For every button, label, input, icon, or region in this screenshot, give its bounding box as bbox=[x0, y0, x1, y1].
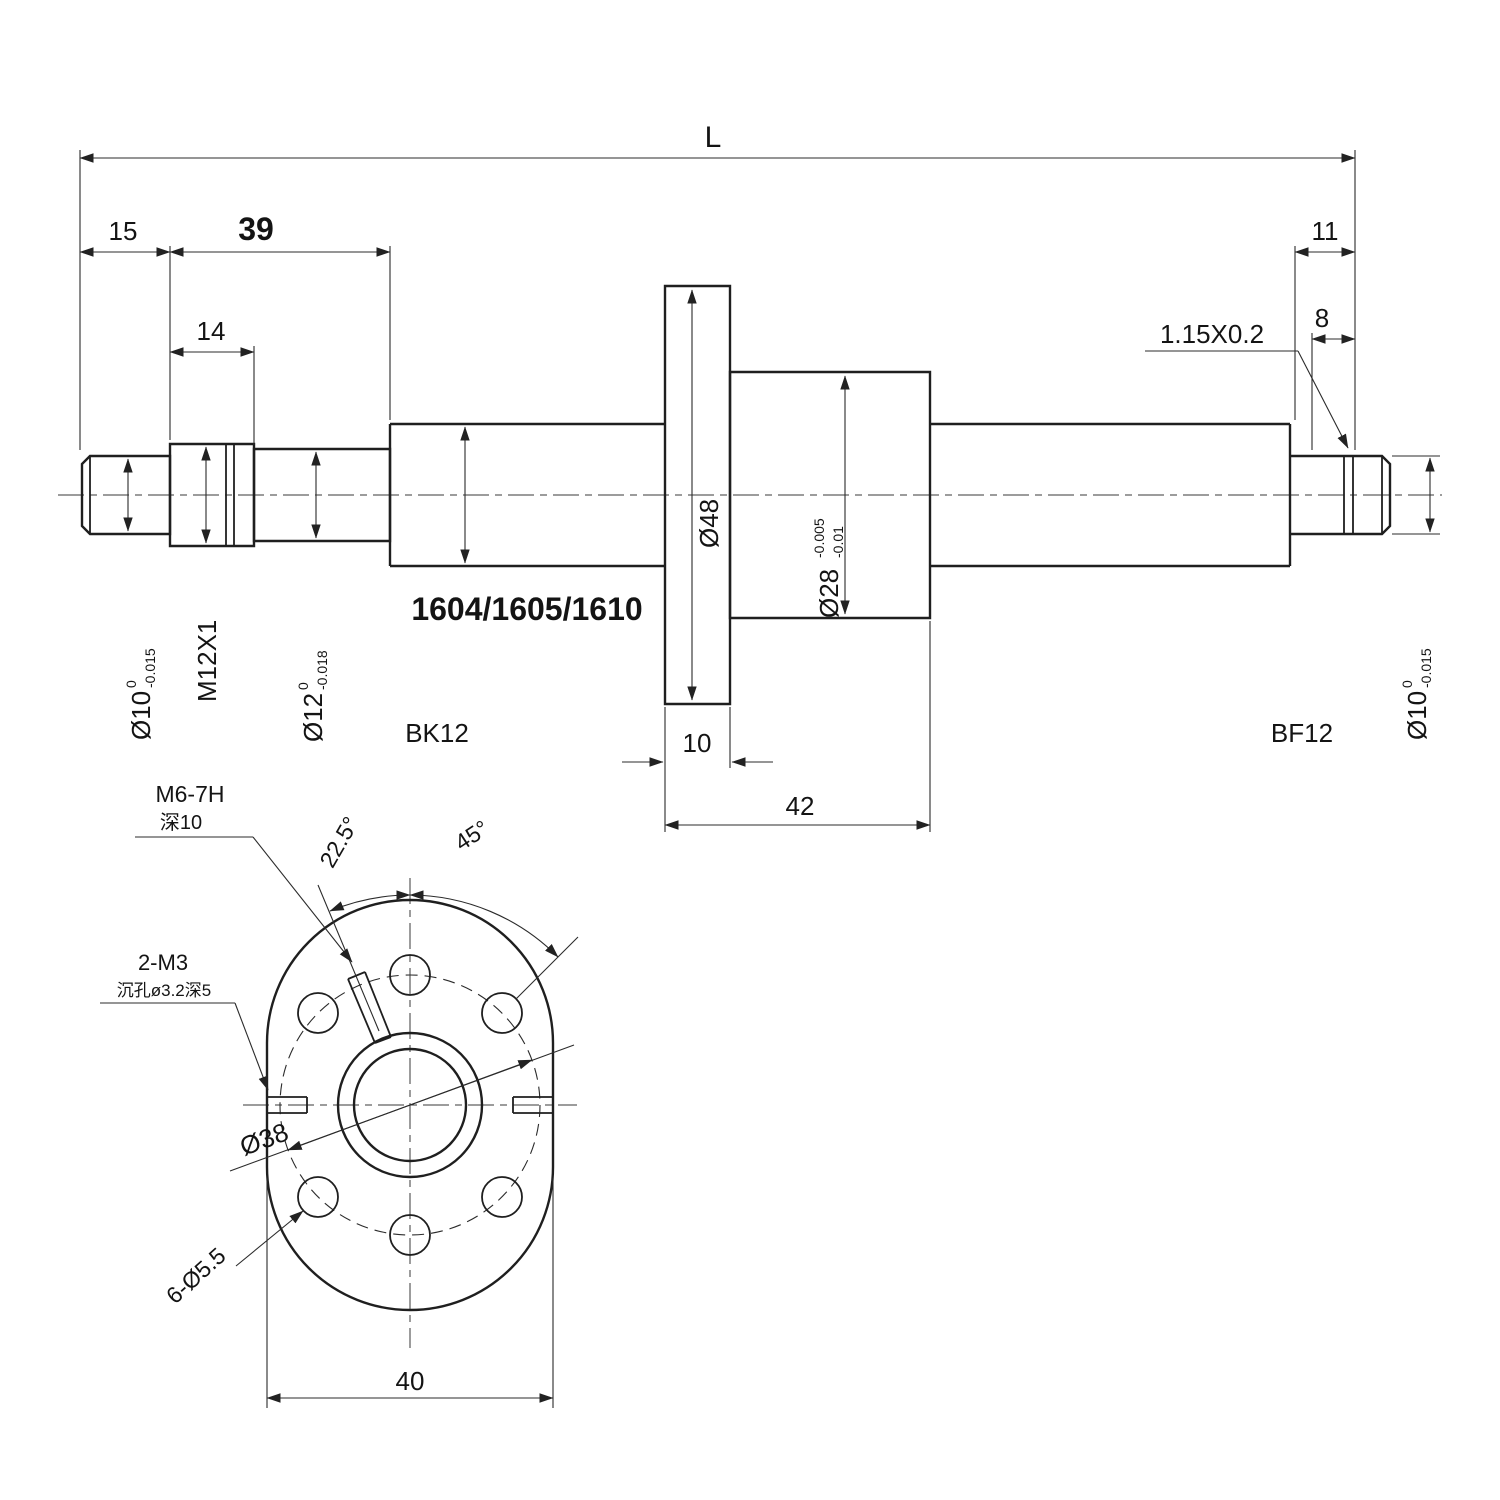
bolt-holes bbox=[297, 954, 523, 1256]
side-dimensions bbox=[79, 150, 1440, 832]
dia10-left-tol-bot: -0.015 bbox=[142, 648, 158, 688]
dia12-tol-bot: -0.018 bbox=[314, 650, 330, 690]
label-11: 11 bbox=[1312, 216, 1339, 246]
side-view: L 15 39 14 11 8 1.15X0.2 Ø10 0 -0.015 M1… bbox=[58, 121, 1442, 832]
label-m12x1: M12X1 bbox=[192, 620, 222, 702]
screw-body-right bbox=[930, 422, 1292, 568]
arc-45 bbox=[409, 890, 559, 958]
label-10: 10 bbox=[683, 728, 712, 758]
bolt-hole-upper-left bbox=[297, 992, 339, 1034]
label-m3-line2: 沉孔ø3.2深5 bbox=[117, 981, 211, 1000]
angle-22-5-text: 22.5° bbox=[314, 812, 364, 872]
m6-slot-side-2 bbox=[347, 978, 376, 1044]
label-40: 40 bbox=[396, 1366, 425, 1396]
label-dia10-left: Ø10 0 -0.015 bbox=[123, 648, 158, 740]
label-dia38: Ø38 bbox=[236, 1117, 292, 1162]
ref-line-45 bbox=[515, 936, 579, 1000]
label-39: 39 bbox=[238, 211, 274, 247]
flange-outline bbox=[265, 898, 555, 1312]
m3-side-slots bbox=[267, 1096, 553, 1114]
dia38-arrow-left bbox=[287, 1104, 411, 1151]
dia28-tol-bot: -0.01 bbox=[830, 526, 846, 558]
groove-callout-leader bbox=[1297, 350, 1349, 449]
dia10-right-tol-top: 0 bbox=[1399, 680, 1415, 688]
dia48-text: Ø48 bbox=[694, 499, 724, 548]
center-counterbore bbox=[336, 1031, 484, 1179]
label-bf12: BF12 bbox=[1271, 718, 1333, 748]
m6-callout-leader bbox=[252, 836, 353, 963]
bolt-hole-upper-right bbox=[481, 992, 523, 1034]
dia10-left-main: Ø10 bbox=[126, 691, 156, 740]
bolt-holes-leader bbox=[235, 1210, 304, 1267]
label-dia48: Ø48 bbox=[694, 499, 724, 548]
dia38-text: Ø38 bbox=[236, 1117, 292, 1162]
dia10-right-tol-bot: -0.015 bbox=[1418, 648, 1434, 688]
label-dia28: Ø28 -0.005 -0.01 bbox=[811, 518, 846, 618]
side-labels: L 15 39 14 11 8 1.15X0.2 Ø10 0 -0.015 M1… bbox=[109, 121, 1434, 821]
bolt-hole-bottom bbox=[389, 1214, 431, 1256]
m6-slot-end-outer bbox=[347, 971, 366, 980]
label-m3-line1: 2-M3 bbox=[138, 950, 188, 975]
m6-slot-end-inner bbox=[374, 1036, 392, 1044]
dia10-right-main: Ø10 bbox=[1402, 691, 1432, 740]
arc-22-5 bbox=[329, 890, 411, 912]
front-leaders bbox=[100, 836, 575, 1267]
m3-slot-left bbox=[267, 1096, 308, 1114]
dia28-main: Ø28 bbox=[814, 569, 844, 618]
m6-slot bbox=[317, 884, 392, 1044]
front-view: M6-7H 深10 22.5° 45° 2-M3 沉孔ø3.2深5 Ø38 6-… bbox=[100, 781, 579, 1408]
label-groove-callout: 1.15X0.2 bbox=[1160, 319, 1264, 349]
bolt-hole-lower-right bbox=[481, 1176, 523, 1218]
dim-40 bbox=[266, 1178, 554, 1408]
label-14: 14 bbox=[197, 316, 226, 346]
angle-dimensions bbox=[329, 890, 579, 1000]
dia28-tol-top: -0.005 bbox=[811, 518, 827, 558]
bolt-circle bbox=[279, 974, 541, 1236]
label-bk12: BK12 bbox=[405, 718, 469, 748]
label-dia12: Ø12 0 -0.018 bbox=[295, 650, 330, 742]
dia12-main: Ø12 bbox=[298, 693, 328, 742]
dia38-arrow-right bbox=[409, 1059, 533, 1106]
label-m6-line1: M6-7H bbox=[155, 781, 224, 807]
screw-body-left bbox=[388, 422, 665, 568]
label-angle-22-5: 22.5° bbox=[314, 812, 364, 872]
m3-callout-leader bbox=[234, 1002, 269, 1091]
label-8: 8 bbox=[1315, 303, 1329, 333]
front-labels: M6-7H 深10 22.5° 45° 2-M3 沉孔ø3.2深5 Ø38 6-… bbox=[117, 781, 494, 1396]
label-15: 15 bbox=[109, 216, 138, 246]
center-bore bbox=[352, 1047, 468, 1163]
shaft-outline bbox=[80, 422, 1392, 568]
m6-slot-side-1 bbox=[364, 971, 392, 1038]
label-bolt-holes: 6-Ø5.5 bbox=[161, 1242, 231, 1308]
m12x1-text: M12X1 bbox=[192, 620, 222, 702]
flange-disc bbox=[663, 284, 732, 706]
nut-body bbox=[728, 370, 932, 620]
dia12-tol-top: 0 bbox=[295, 682, 311, 690]
label-42: 42 bbox=[786, 791, 815, 821]
label-L: L bbox=[705, 121, 722, 154]
bolt-hole-lower-left bbox=[297, 1176, 339, 1218]
label-dia10-right: Ø10 0 -0.015 bbox=[1399, 648, 1434, 740]
bolt-holes-text: 6-Ø5.5 bbox=[161, 1242, 231, 1308]
m3-slot-right bbox=[512, 1096, 553, 1114]
angle-45-text: 45° bbox=[450, 815, 493, 856]
dia10-left-tol-top: 0 bbox=[123, 680, 139, 688]
label-m6-line2: 深10 bbox=[160, 811, 202, 834]
nut-outline bbox=[663, 284, 932, 706]
label-screw-models: 1604/1605/1610 bbox=[411, 591, 642, 627]
circlip-groove bbox=[1343, 456, 1354, 534]
right-journal bbox=[1290, 454, 1392, 536]
label-angle-45: 45° bbox=[450, 815, 493, 856]
